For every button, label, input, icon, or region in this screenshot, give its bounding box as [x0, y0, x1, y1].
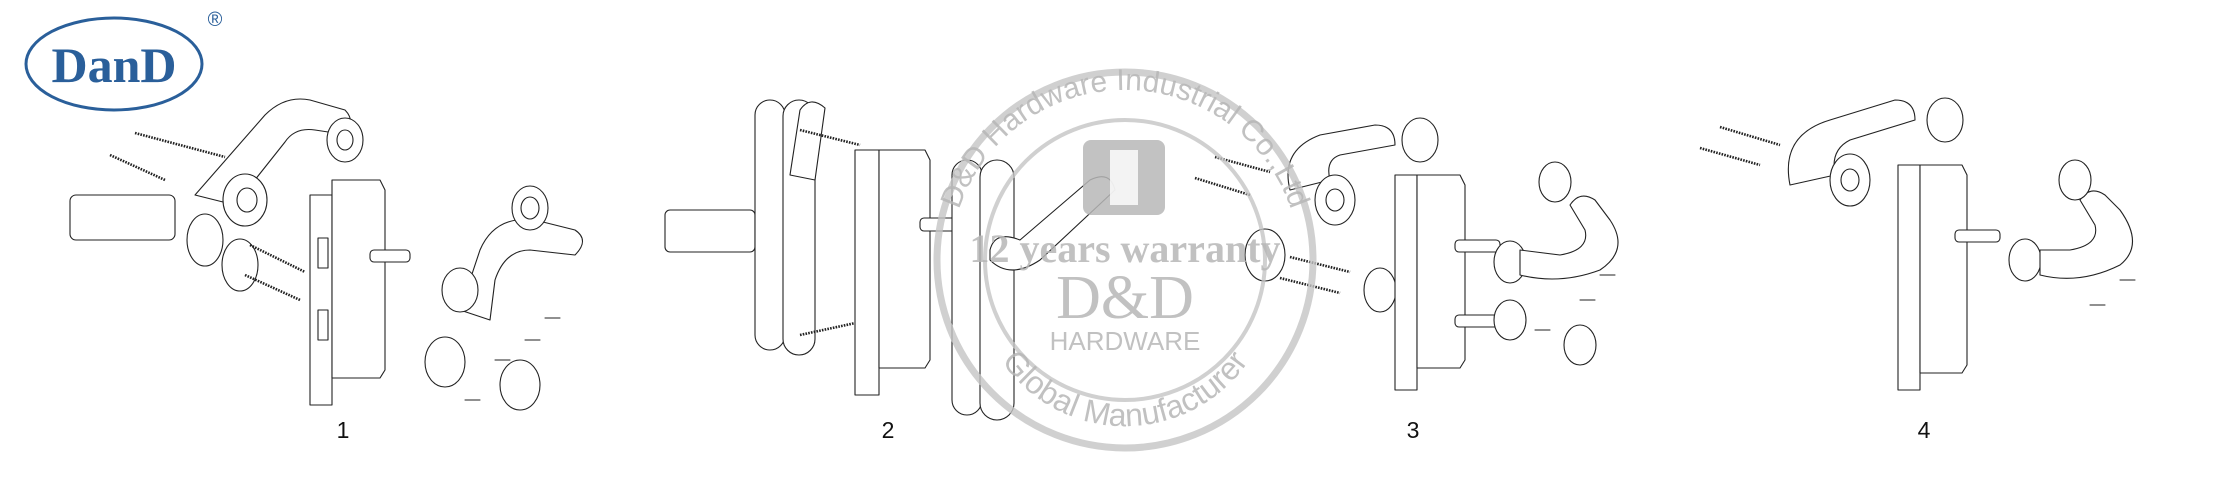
lock-body — [878, 149, 931, 369]
registered-mark: ® — [208, 9, 223, 31]
lock-body — [331, 179, 386, 379]
assembly-3: 3 — [1194, 117, 1619, 443]
lock-faceplate — [309, 194, 333, 406]
backplate — [754, 99, 786, 351]
logo-text: DanD — [51, 37, 176, 93]
lock-body — [1919, 164, 1968, 374]
assembly-label: 3 — [1407, 417, 1420, 443]
lock-faceplate — [1897, 164, 1921, 391]
lock-faceplate — [1394, 174, 1418, 391]
watermark-slogan: Global Manufacturer — [996, 343, 1255, 433]
svg-text:Global Manufacturer: Global Manufacturer — [996, 343, 1255, 433]
cylinder — [664, 209, 756, 253]
watermark-subbrand: HARDWARE — [1050, 326, 1201, 356]
assembly-4: 4 — [1699, 97, 2136, 443]
backplate — [979, 159, 1015, 421]
assembly-1: 1 — [69, 98, 584, 443]
lever-handle — [194, 98, 352, 206]
lever-handle — [1787, 99, 1916, 186]
watermark-brand: D&D — [1056, 264, 1194, 332]
lock-faceplate — [854, 149, 880, 396]
backplate — [951, 159, 983, 416]
assembly-label: 1 — [337, 417, 350, 443]
lock-body — [1416, 174, 1466, 369]
dand-logo: DanD ® — [24, 9, 223, 112]
cylinder — [69, 194, 176, 241]
assembly-label: 2 — [882, 417, 895, 443]
assembly-label: 4 — [1918, 417, 1931, 443]
assembly-2: 2 — [664, 99, 1116, 443]
